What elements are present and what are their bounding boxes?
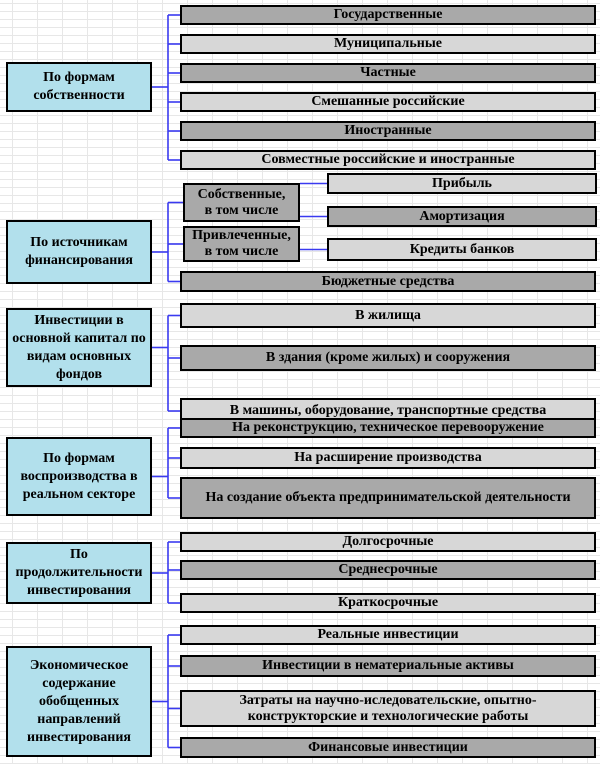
item-box: Бюджетные средства: [180, 271, 596, 292]
item-box: В здания (кроме жилых) и сооружения: [180, 345, 596, 371]
item-box: Собственные, в том числе: [183, 183, 300, 222]
item-box: Привлеченные, в том числе: [183, 226, 300, 262]
category-box: По источникам финансирования: [6, 220, 152, 284]
item-box: Финансовые инвестиции: [180, 737, 596, 758]
item-box: Долгосрочные: [180, 532, 596, 552]
item-box: Амортизация: [327, 206, 597, 227]
item-box: Среднесрочные: [180, 560, 596, 580]
item-box: Краткосрочные: [180, 593, 596, 613]
category-box: По формам воспроизводства в реальном сек…: [6, 437, 152, 516]
item-box: Муниципальные: [180, 34, 596, 54]
item-box: Реальные инвестиции: [180, 625, 596, 645]
item-box: Инвестиции в нематериальные активы: [180, 655, 596, 677]
item-box: Иностранные: [180, 121, 596, 141]
category-box: По продолжительности инвестирования: [6, 542, 152, 604]
category-box: Инвестиции в основной капитал по видам о…: [6, 308, 152, 387]
item-box: Смешанные российские: [180, 92, 596, 112]
item-box: На создание объекта предпринимательской …: [180, 477, 596, 519]
category-box: Экономическое содержание обобщенных напр…: [6, 646, 152, 757]
item-box: Государственные: [180, 5, 596, 25]
item-box: Прибыль: [327, 173, 597, 194]
item-box: В жилища: [180, 303, 596, 328]
item-box: На расширение производства: [180, 447, 596, 469]
item-box: Частные: [180, 63, 596, 83]
item-box: Совместные российские и иностранные: [180, 150, 596, 170]
category-box: По формам собственности: [6, 62, 152, 112]
item-box: На реконструкцию, техническое перевооруж…: [180, 418, 596, 438]
item-box: Кредиты банков: [327, 238, 597, 261]
item-box: Затраты на научно-иследовательские, опыт…: [180, 690, 596, 727]
